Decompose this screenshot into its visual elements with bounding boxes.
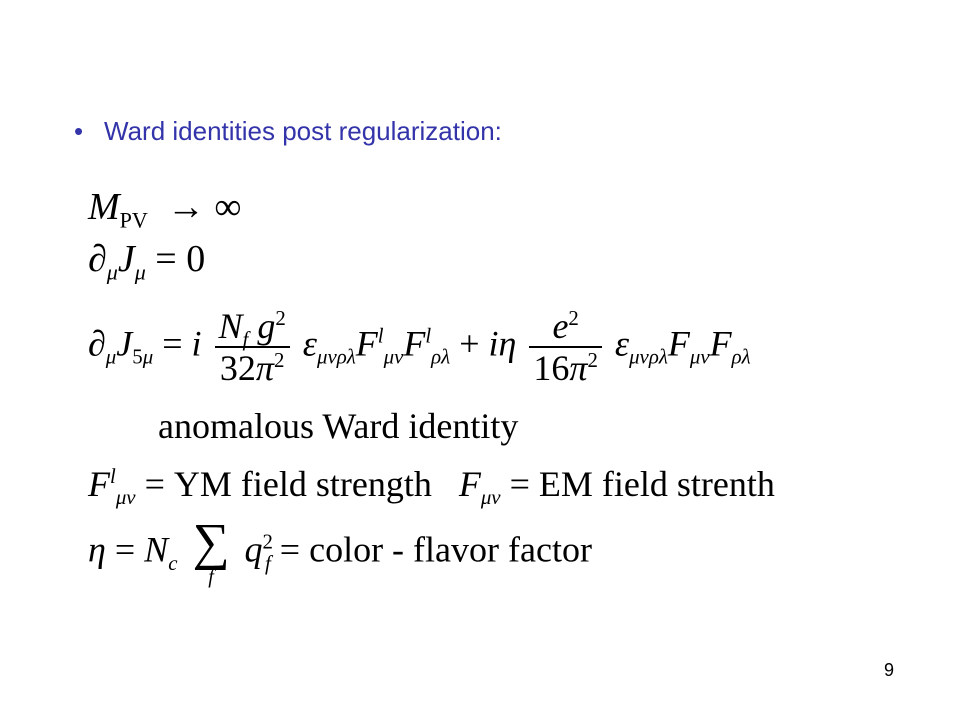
em-text: = EM field strenth [509,464,775,504]
bullet-icon: • [74,116,84,146]
anomaly-label: anomalous Ward identity [158,406,519,446]
page-number: 9 [884,660,895,680]
equation-eta: η = Nc ∑ f q2f = color - flavor factor [88,514,592,588]
ym-text: = YM field strength [144,464,432,504]
fraction-nf: Nf g2 32π2 [214,308,290,386]
equation-field-strength: Flμν = YM field strength Fμν = EM field … [88,464,775,510]
sum-symbol: ∑ f [192,514,230,588]
equation-anomaly: ∂μJ5μ = i Nf g2 32π2 εμνρλFlμνFlρλ + iη … [88,306,751,388]
equation-current: ∂μJμ = 0 [88,238,206,285]
bullet-text: Ward identities post regularization: [104,116,502,146]
eta-text: = color - flavor factor [279,529,592,570]
bullet-item: • Ward identities post regularization: [74,116,502,147]
fraction-e: e2 16π2 [529,308,602,386]
equation-limit: MPV → ∞ [88,186,242,233]
